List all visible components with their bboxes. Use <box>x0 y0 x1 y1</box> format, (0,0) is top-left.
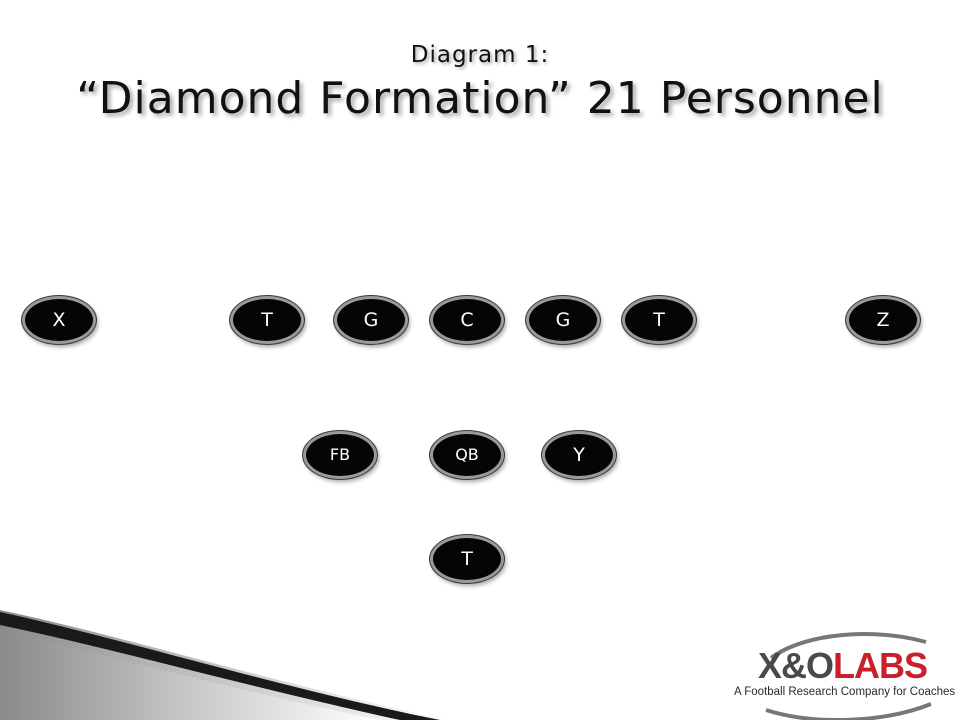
player-left-tackle: T <box>230 296 304 344</box>
player-left-guard: G <box>334 296 408 344</box>
logo-tagline: A Football Research Company for Coaches <box>734 686 956 698</box>
player-right-tackle: T <box>622 296 696 344</box>
player-x: X <box>22 296 96 344</box>
player-quarterback: QB <box>430 431 504 479</box>
slide-title-block: Diagram 1: “Diamond Formation” 21 Person… <box>0 40 960 128</box>
xo-labs-logo: X&OLABS A Football Research Company for … <box>726 630 956 720</box>
logo-wordmark: X&OLABS <box>758 645 928 686</box>
player-center: C <box>430 296 504 344</box>
player-tailback: T <box>430 535 504 583</box>
diagram-subtitle: Diagram 1: <box>410 42 550 68</box>
player-y: Y <box>542 431 616 479</box>
slide-title: “Diamond Formation” 21 Personnel <box>76 73 884 124</box>
player-fullback: FB <box>303 431 377 479</box>
player-right-guard: G <box>526 296 600 344</box>
decorative-swoosh <box>0 610 450 720</box>
player-z: Z <box>846 296 920 344</box>
logo-labs-text: LABS <box>833 645 928 686</box>
logo-xo-text: X&O <box>758 645 834 686</box>
